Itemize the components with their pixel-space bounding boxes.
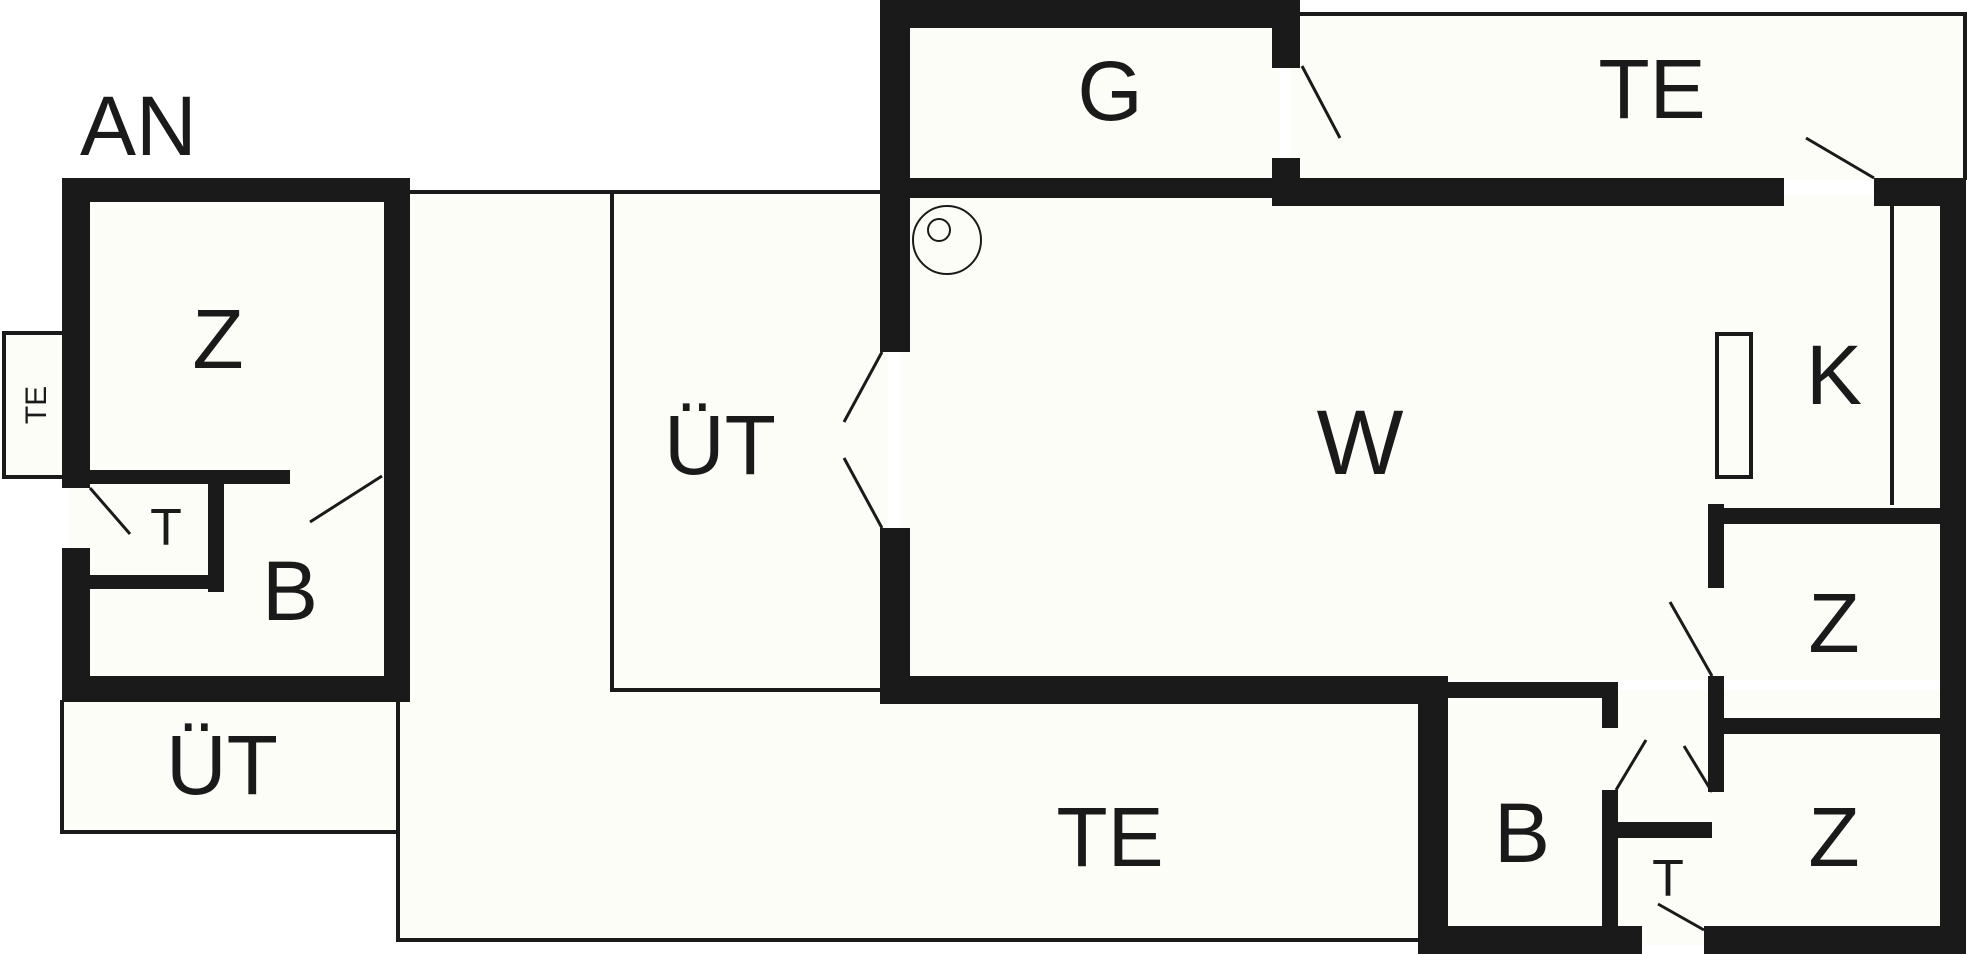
room-label-annex-terrace: TE bbox=[20, 386, 53, 424]
room-label-main-toilet: T bbox=[1652, 850, 1684, 908]
room-label-annex-covered-terrace: ÜT bbox=[166, 718, 278, 812]
room-label-kitchen: K bbox=[1806, 328, 1862, 422]
room-label-annex-toilet: T bbox=[150, 499, 182, 557]
room-label-annex-bathroom: B bbox=[262, 544, 318, 638]
room-label-bedroom-upper: Z bbox=[1808, 576, 1859, 670]
room-labels: AN Z TE T B ÜT ÜT G TE W K Z Z TE B T bbox=[20, 42, 1862, 908]
room-label-living-room: W bbox=[1317, 392, 1404, 494]
room-label-garage: G bbox=[1077, 44, 1142, 138]
room-label-bottom-terrace: TE bbox=[1056, 790, 1163, 884]
door-swings bbox=[88, 65, 1875, 932]
thin-outlines bbox=[2, 12, 1967, 942]
walls bbox=[62, 0, 1966, 954]
room-fills bbox=[5, 15, 1965, 945]
room-label-main-bathroom: B bbox=[1494, 786, 1550, 880]
room-label-top-terrace: TE bbox=[1598, 42, 1705, 136]
annex-label: AN bbox=[80, 79, 197, 173]
room-label-annex-bedroom: Z bbox=[192, 292, 243, 386]
room-label-bedroom-lower: Z bbox=[1808, 790, 1859, 884]
room-label-main-covered-terrace: ÜT bbox=[664, 398, 776, 492]
